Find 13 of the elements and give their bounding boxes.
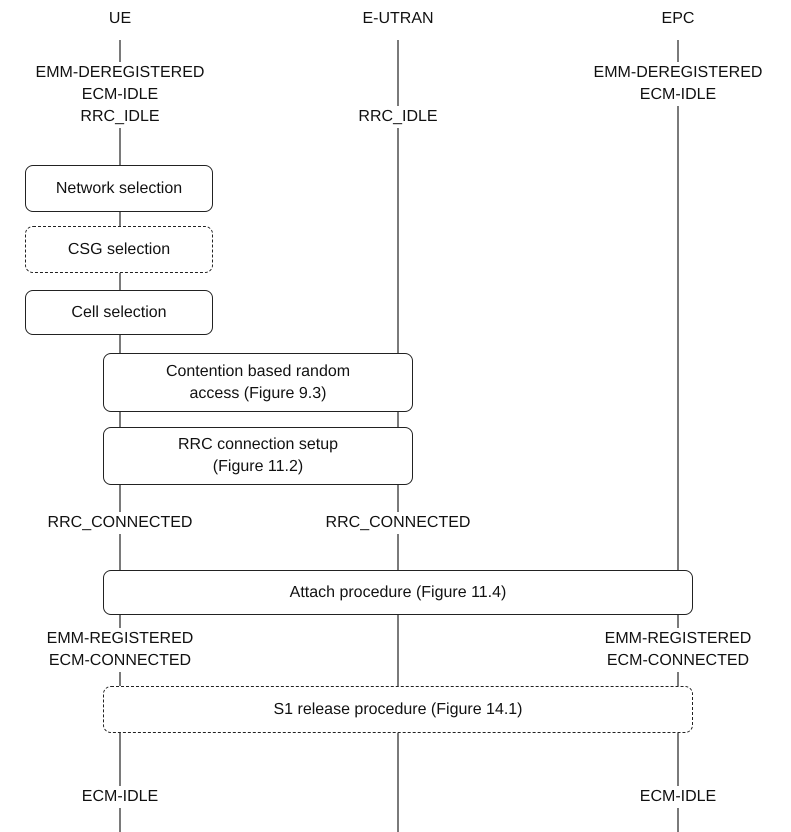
- process-box: RRC connection setup (Figure 11.2): [103, 427, 413, 485]
- state-label: EMM-DEREGISTERED ECM-IDLE: [592, 62, 764, 106]
- state-label: RRC_CONNECTED: [324, 512, 472, 534]
- state-label: EMM-REGISTERED ECM-CONNECTED: [602, 628, 754, 672]
- state-label: RRC_CONNECTED: [46, 512, 194, 534]
- state-label: EMM-DEREGISTERED ECM-IDLE RRC_IDLE: [34, 62, 206, 128]
- process-box: S1 release procedure (Figure 14.1): [103, 686, 693, 733]
- process-box: Cell selection: [25, 290, 213, 335]
- process-box: Attach procedure (Figure 11.4): [103, 570, 693, 615]
- process-box: Network selection: [25, 165, 213, 212]
- process-box: CSG selection: [25, 226, 213, 273]
- state-label: EMM-REGISTERED ECM-CONNECTED: [44, 628, 196, 672]
- process-box: Contention based random access (Figure 9.3): [103, 353, 413, 412]
